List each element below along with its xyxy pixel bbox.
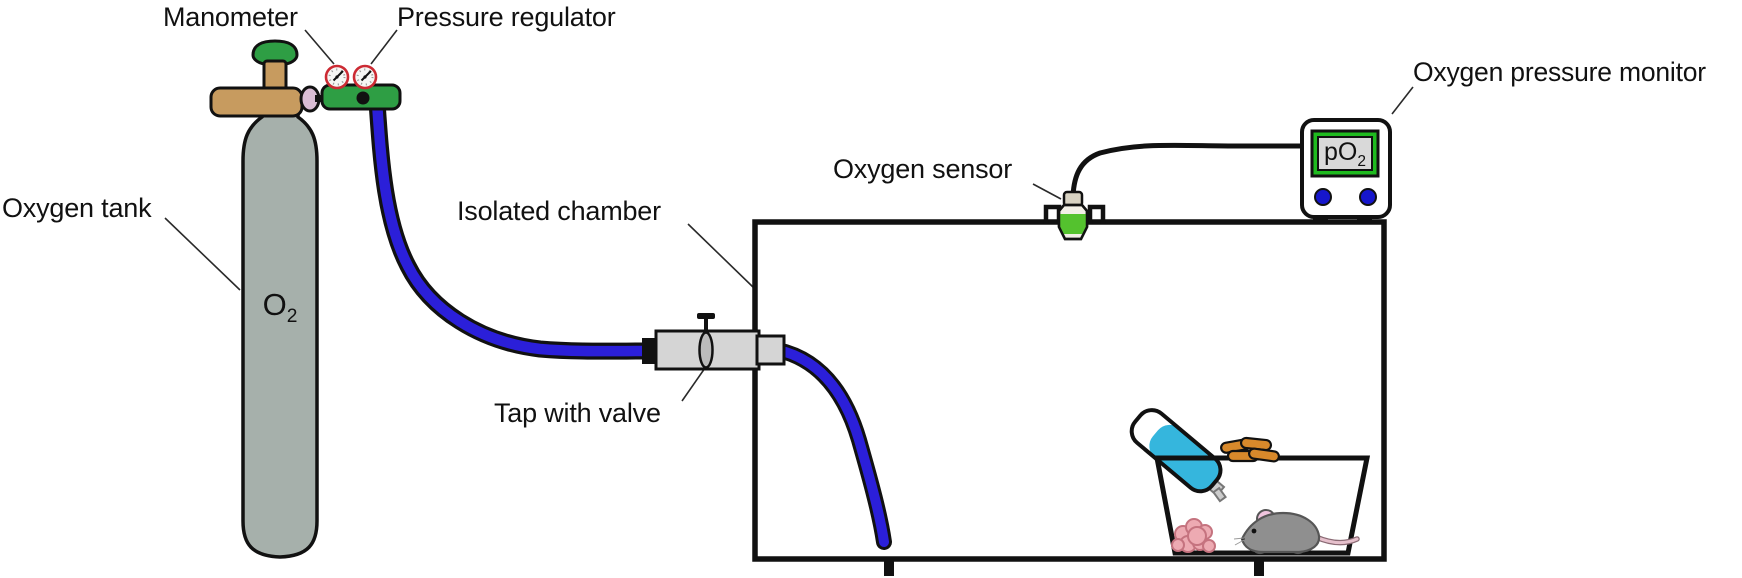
bedding: [1171, 518, 1216, 553]
regulator-gauge: [352, 64, 378, 90]
cage-outline: [1153, 455, 1371, 556]
mouse-whisker-2: [1233, 537, 1245, 540]
oxygen-tank: [241, 104, 319, 559]
label-oxygen-sensor: Oxygen sensor: [833, 154, 1012, 184]
label-isolated-chamber: Isolated chamber: [457, 196, 661, 226]
tank-valve-assembly: [209, 39, 402, 118]
food-pellets: [1220, 436, 1281, 463]
monitor-button-right: [1359, 188, 1377, 206]
monitor-display-text-po2: pO2: [1324, 138, 1366, 171]
label-pressure-regulator: Pressure regulator: [397, 2, 616, 32]
oxygen-pressure-monitor-device: [1300, 118, 1392, 223]
label-tap-with-valve: Tap with valve: [494, 398, 661, 428]
chamber-tube: [770, 342, 892, 550]
valve-tbar: [209, 86, 304, 118]
leader-isolated-chamber: [687, 223, 755, 289]
tank-symbol-o2: O2: [262, 287, 298, 328]
mouse: [1233, 509, 1360, 555]
valve-knob: [251, 39, 299, 66]
tap-fitting: [642, 338, 658, 364]
manometer-gauge: [324, 64, 350, 90]
leader-oxygen-tank: [164, 217, 241, 291]
label-oxygen-pressure-monitor: Oxygen pressure monitor: [1413, 57, 1706, 87]
label-manometer: Manometer: [163, 2, 298, 32]
bottle-outline: [1129, 408, 1223, 494]
tap-valve-lens: [698, 331, 714, 369]
leader-tap-with-valve: [681, 367, 706, 402]
leader-oxygen-pressure-monitor: [1391, 86, 1414, 115]
regulator-knob-dot: [356, 91, 370, 105]
mouse-eye: [1251, 528, 1257, 534]
sensor-cable: [1070, 142, 1304, 197]
supply-tube: [368, 93, 657, 360]
tap-inner-coupler: [755, 334, 786, 366]
chamber-foot-left: [884, 560, 894, 576]
tap-with-valve-assembly: [642, 313, 786, 371]
bottle-nozzle-tip: [1212, 486, 1227, 503]
leader-oxygen-sensor: [1032, 183, 1062, 200]
label-oxygen-tank: Oxygen tank: [2, 193, 152, 223]
sensor-body-outline: [1057, 203, 1089, 241]
monitor-button-left: [1314, 188, 1332, 206]
leader-lines: [164, 29, 1414, 402]
mouse-cage-group: [1129, 408, 1371, 556]
tap-valve-handle: [697, 313, 715, 319]
mouse-whisker-1: [1234, 539, 1245, 546]
mouse-body: [1240, 511, 1321, 554]
monitor-display-screen: [1317, 136, 1373, 171]
oxygen-sensor-assembly: [1043, 142, 1304, 241]
leader-pressure-regulator: [370, 29, 398, 65]
leader-manometer: [304, 29, 335, 65]
chamber-foot-right: [1254, 560, 1264, 576]
sensor-bracket-right: [1087, 204, 1106, 224]
sensor-green-band: [1060, 214, 1086, 234]
